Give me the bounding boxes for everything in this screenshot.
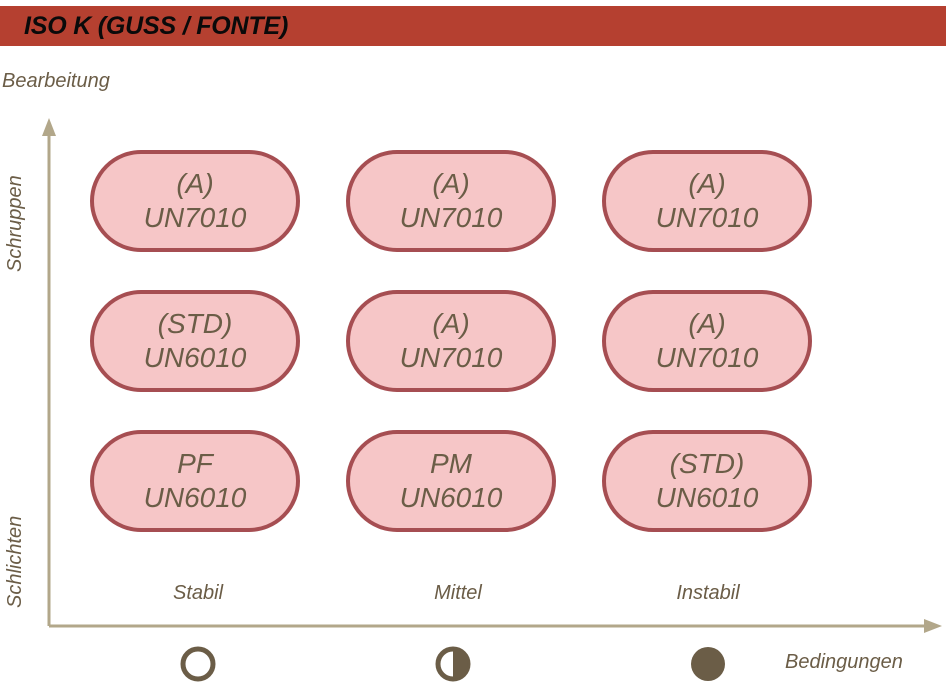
grid-cell-r1-c1: (A) UN7010 — [90, 150, 300, 252]
grid-cell-r2-c3: (A) UN7010 — [602, 290, 812, 392]
grid-cell-r2-c2: (A) UN7010 — [346, 290, 556, 392]
cell-geometry: (STD) — [669, 448, 745, 479]
cell-grade: UN7010 — [655, 342, 759, 373]
x-axis-arrowhead — [924, 619, 942, 633]
cell-geometry: PM — [430, 448, 472, 479]
cell-geometry: (A) — [688, 168, 726, 199]
empty-circle-icon — [180, 646, 216, 682]
cell-geometry: (A) — [176, 168, 214, 199]
cell-grade: UN7010 — [655, 202, 759, 233]
column-label-stabil: Stabil — [172, 582, 224, 604]
cell-grade: UN7010 — [399, 342, 503, 373]
grid-cell-r3-c2: PM UN6010 — [346, 430, 556, 532]
cell-geometry: PF — [177, 448, 213, 479]
grid-cell-r1-c3: (A) UN7010 — [602, 150, 812, 252]
page-title: ISO K (GUSS / FONTE) — [24, 12, 289, 40]
cell-grade: UN6010 — [143, 342, 247, 373]
cell-grade: UN6010 — [655, 482, 759, 513]
cell-geometry: (STD) — [157, 308, 233, 339]
grid-cell-r2-c1: (STD) UN6010 — [90, 290, 300, 392]
x-axis-title: Bedingungen — [785, 651, 903, 673]
grid-cell-r3-c1: PF UN6010 — [90, 430, 300, 532]
cell-grade: UN7010 — [143, 202, 247, 233]
column-label-instabil: Instabil — [676, 582, 740, 604]
grid-cell-r1-c2: (A) UN7010 — [346, 150, 556, 252]
column-label-mittel: Mittel — [434, 582, 482, 604]
cell-geometry: (A) — [688, 308, 726, 339]
header-bar: ISO K (GUSS / FONTE) — [0, 6, 946, 46]
cell-grade: UN6010 — [143, 482, 247, 513]
grid-cell-r3-c3: (STD) UN6010 — [602, 430, 812, 532]
half-circle-icon — [435, 646, 471, 682]
cell-grade: UN7010 — [399, 202, 503, 233]
y-axis-arrowhead — [42, 118, 56, 136]
y-axis-title: Bearbeitung — [2, 70, 110, 92]
cell-geometry: (A) — [432, 168, 470, 199]
cell-geometry: (A) — [432, 308, 470, 339]
full-circle-icon — [691, 647, 725, 681]
cell-grade: UN6010 — [399, 482, 503, 513]
